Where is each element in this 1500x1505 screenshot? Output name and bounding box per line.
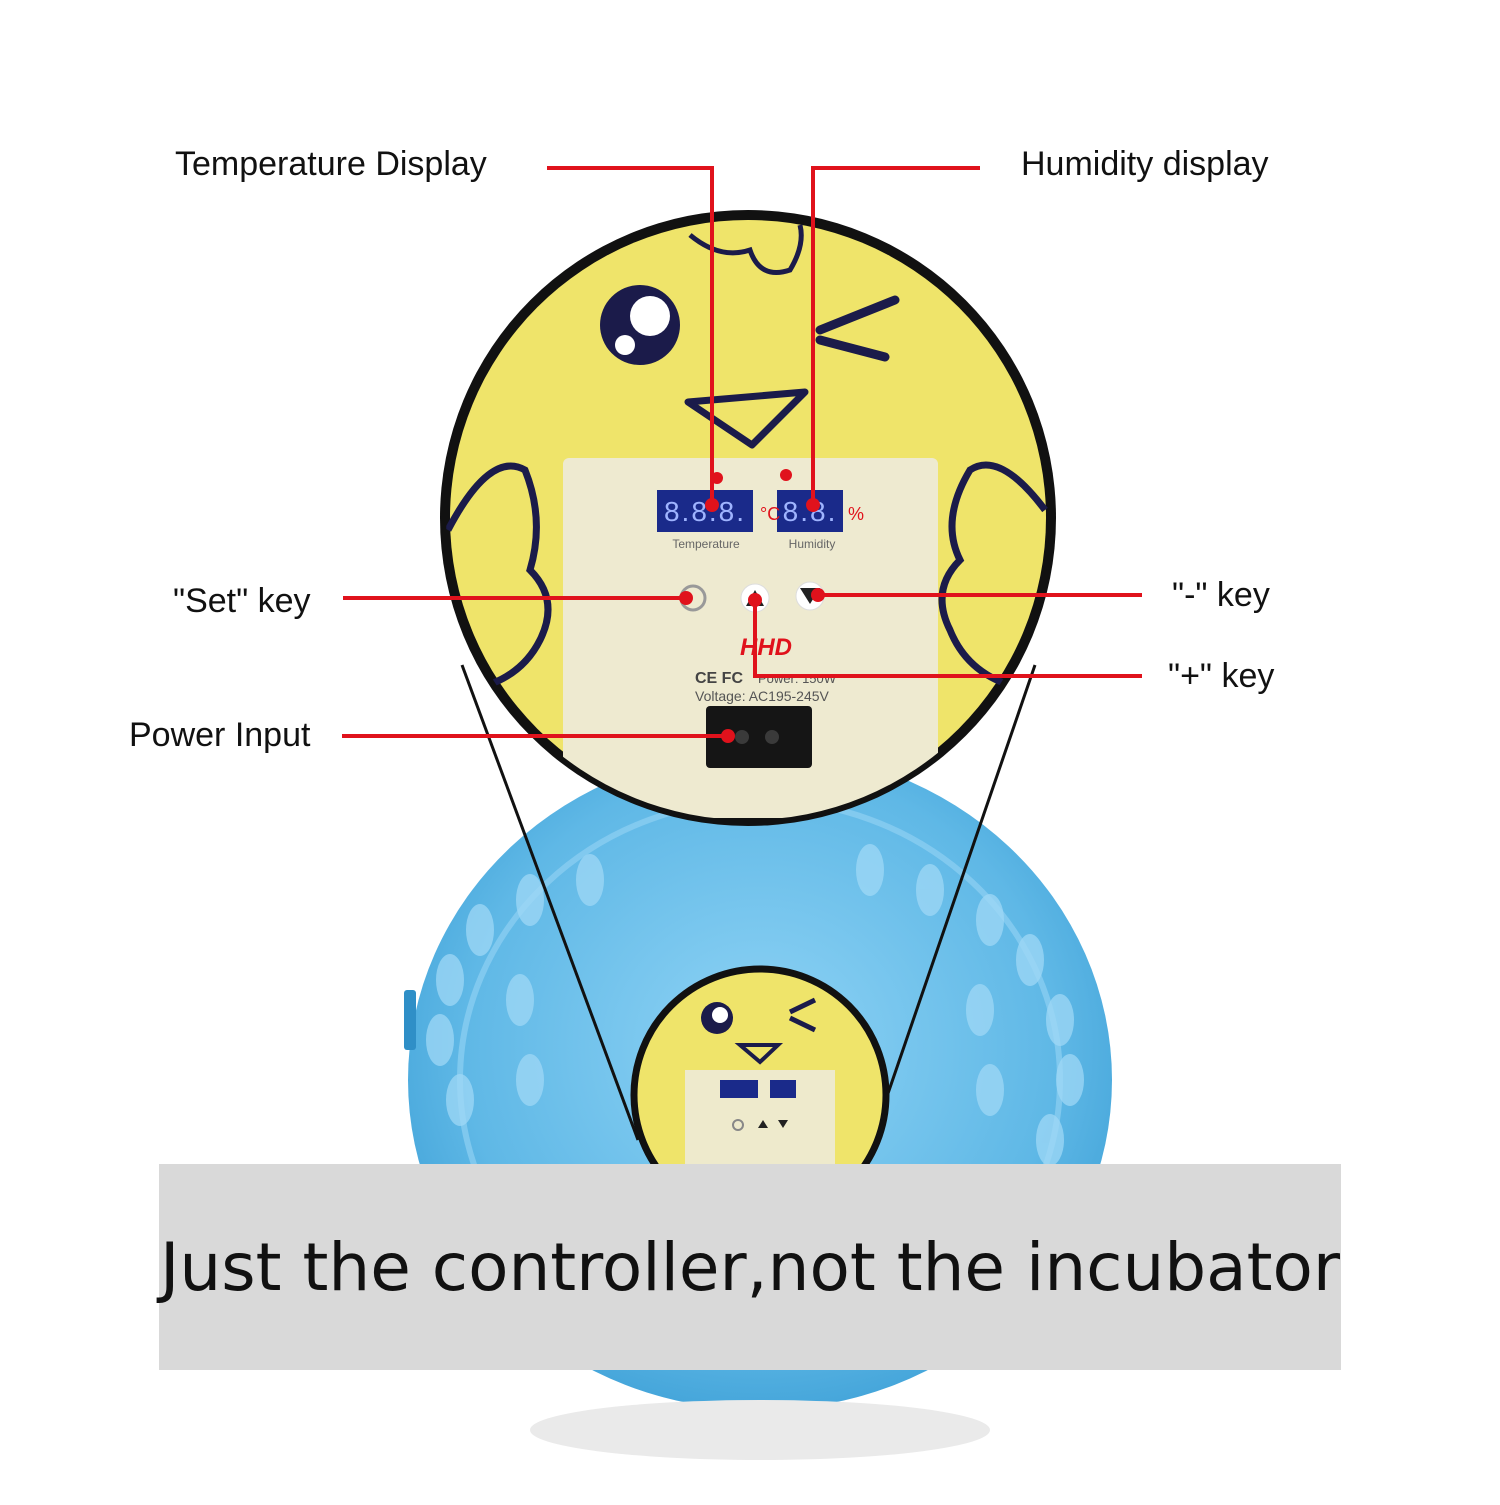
temperature-callout-line: [547, 166, 714, 505]
power-socket[interactable]: [706, 706, 812, 768]
plus-key-label: "+" key: [1168, 657, 1275, 695]
percent-unit: %: [848, 504, 864, 524]
plus-key-callout-line: [753, 600, 1142, 678]
callout-lines: [342, 166, 1142, 738]
zoom-line-left: [460, 664, 640, 1141]
power-input-label: Power Input: [129, 716, 311, 754]
humidity-callout-line: [811, 166, 980, 505]
voltage-rating: Voltage: AC195-245V: [695, 688, 830, 704]
humidity-caption: Humidity: [789, 537, 836, 551]
minus-key-label: "-" key: [1172, 576, 1270, 614]
humidity-indicator-led: [780, 469, 792, 481]
small-controller: [630, 965, 890, 1225]
set-key-label: "Set" key: [173, 582, 311, 620]
temperature-readout: 8.8.8.: [664, 496, 746, 527]
zoom-line-right: [870, 664, 1037, 1141]
certification-marks: CE FC: [695, 670, 743, 687]
callout-endpoints: [679, 498, 825, 743]
temperature-display-label: Temperature Display: [175, 145, 487, 183]
power-rating: Power: 150W: [758, 671, 837, 686]
temperature-display-screen: [657, 490, 753, 532]
humidity-display-label: Humidity display: [1021, 145, 1269, 183]
notice-banner-text: Just the controller,not the incubator: [159, 1228, 1341, 1306]
temperature-caption: Temperature: [672, 537, 740, 551]
brand-logo: HHD: [740, 634, 792, 661]
notice-banner: Just the controller,not the incubator: [159, 1164, 1341, 1370]
celsius-unit: °C: [760, 504, 780, 524]
big-controller: 8.8.8. 8.8. °C % Temperature Humidity HH…: [440, 210, 1056, 826]
